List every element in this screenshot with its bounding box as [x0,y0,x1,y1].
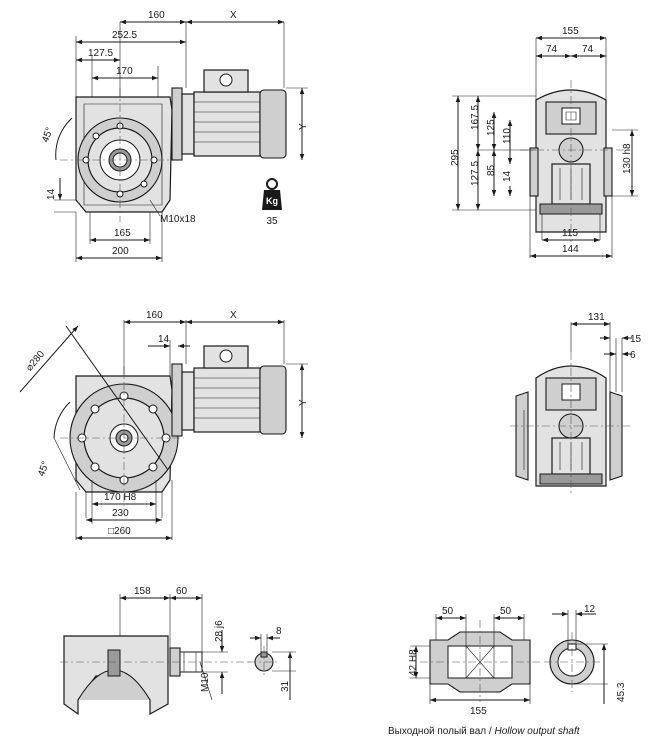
caption-en: Hollow output shaft [494,726,580,737]
dim-260: □260 [108,526,131,537]
dim-14-left: 14 [46,188,57,200]
dim-155-side: 155 [562,26,579,37]
dim-170-top: 170 [116,66,133,77]
dim-y-top: Y [298,123,309,130]
dim-158: 158 [134,586,151,597]
dim-167-5: 167.5 [470,105,481,130]
dim-295: 295 [450,149,461,166]
dim-45-3: 45.3 [616,682,627,702]
dim-50-left: 50 [442,606,454,617]
dim-170-h8: 170 H8 [104,492,137,503]
dim-8: 8 [276,626,282,637]
dim-m10: M10 [200,672,211,692]
dim-45-mid: 45° [36,460,52,478]
dim-x-mid: X [230,310,237,321]
dim-74-right: 74 [582,44,594,55]
dim-14-side: 14 [502,170,513,182]
view-hollow: 50 50 42 H8 155 12 45.3 [408,604,627,717]
dim-45-top: 45° [40,126,56,144]
dim-m10x18: M10x18 [160,214,196,225]
dim-60: 60 [176,586,188,597]
dim-115: 115 [562,228,578,239]
view-mid-right: 131 15 6 [510,312,642,496]
dim-31: 31 [280,680,291,692]
dim-50-right: 50 [500,606,512,617]
dim-200: 200 [112,246,129,257]
weight-badge: Kg 35 [262,178,282,227]
dim-28-j6: 28 j6 [214,620,225,642]
dim-160-top: 160 [148,10,165,21]
dim-x-top: X [230,10,237,21]
dim-160-mid: 160 [146,310,163,321]
caption-sep: / [486,726,494,737]
view-mid-left: 160 X 14 ⌀280 Y 45° 170 H8 230 □260 [19,310,309,541]
dim-74-left: 74 [546,44,558,55]
dim-144: 144 [562,244,579,255]
dim-12: 12 [584,604,596,615]
caption: Выходной полый вал / Hollow output shaft [388,726,581,737]
view-shaft: 158 60 28 j6 8 M10 31 [60,586,296,716]
view-top-left: 160 X 252.5 127.5 170 45° 14 Y M10x18 16… [40,10,309,262]
weight-icon [262,190,282,210]
dim-15: 15 [630,334,642,345]
dim-14-mid: 14 [158,334,170,345]
dim-131: 131 [588,312,605,323]
dim-127-5: 127.5 [88,48,113,59]
weight-value: 35 [266,216,278,227]
dim-125: 125 [486,119,497,136]
weight-unit: Kg [266,196,278,206]
dim-42-h8: 42 H8 [408,649,419,676]
dim-6: 6 [630,350,636,361]
dim-127-5-side: 127.5 [470,161,481,186]
dim-165: 165 [114,228,131,239]
dim-85: 85 [486,164,497,176]
view-top-right: 155 74 74 295 167.5 125 110 127.5 85 14 … [450,26,638,259]
caption-ru: Выходной полый вал [388,726,486,737]
dim-130-h8: 130 h8 [622,143,633,174]
dim-252-5: 252.5 [112,30,137,41]
dim-y-mid: Y [298,399,309,406]
dim-280: ⌀280 [24,349,47,374]
dim-230: 230 [112,508,129,519]
dim-155-hollow: 155 [470,706,487,717]
dim-110: 110 [502,128,513,144]
